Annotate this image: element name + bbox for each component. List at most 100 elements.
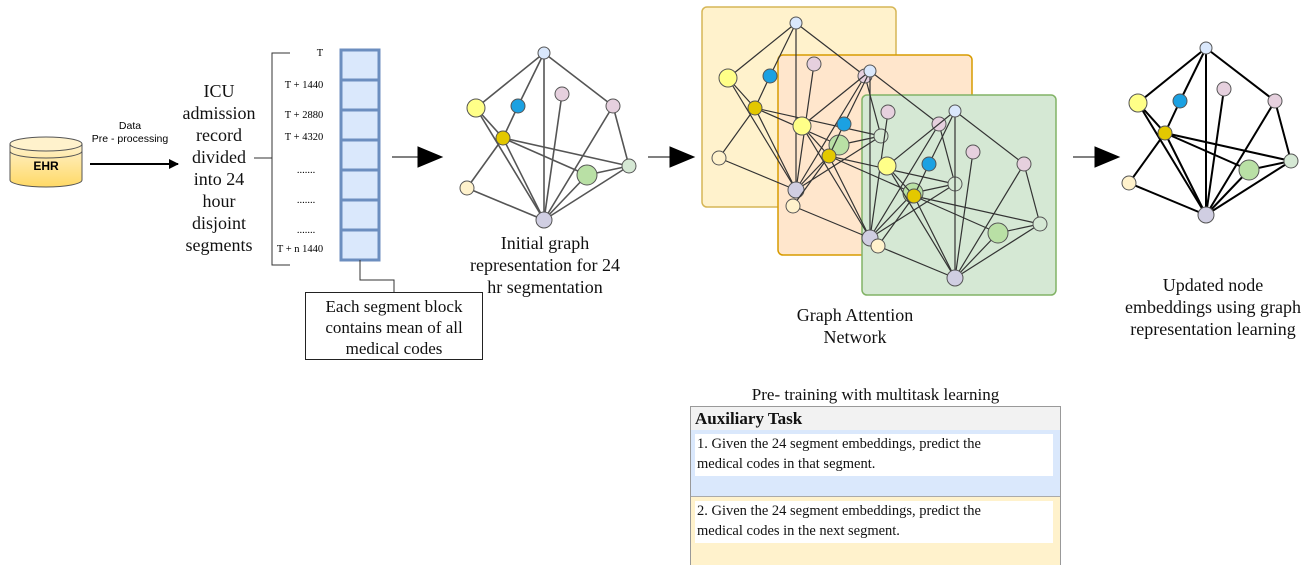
segment-blocks: [339, 48, 381, 262]
graph-edge: [754, 107, 882, 137]
gat-caption: Graph Attention Network: [780, 304, 930, 348]
graph-edge: [954, 151, 974, 279]
graph-edge: [792, 155, 830, 207]
graph-node-pink: [965, 144, 981, 160]
icu-line: hour: [202, 191, 236, 211]
graph-node-purple: [946, 269, 964, 287]
graph-edge: [1128, 182, 1207, 216]
graph-node-blue: [1172, 93, 1188, 109]
graph-edge: [718, 157, 797, 191]
timeline-label: T + 2880: [285, 110, 323, 121]
graph-node-peach: [785, 198, 801, 214]
graph-node-peach: [870, 238, 886, 254]
graph-node-gold: [1157, 125, 1173, 141]
graph-edge: [954, 163, 1025, 279]
graph-edge: [727, 22, 797, 79]
callout-connector: [359, 260, 395, 292]
graph-edge: [869, 111, 889, 239]
caption-line: Initial graph: [500, 233, 590, 253]
graph-edge: [801, 125, 871, 239]
graph-edge: [869, 183, 956, 239]
graph-node-yellow: [792, 116, 812, 136]
graph-node-blue: [762, 68, 778, 84]
icu-line: admission: [182, 103, 256, 123]
graph-edge: [543, 52, 614, 107]
graph-edge: [869, 123, 940, 239]
graph-edge: [754, 107, 797, 191]
arrow-blocks-to-graph: [392, 146, 444, 168]
icu-line: disjoint: [191, 213, 246, 233]
graph-edge: [543, 165, 630, 221]
graph-edge: [795, 75, 866, 191]
graph-node-gold: [495, 130, 511, 146]
graph-edge: [954, 110, 1025, 165]
graph-edge: [543, 93, 563, 221]
graph-edge: [877, 195, 915, 247]
pretrain-title: Pre- training with multitask learning: [751, 385, 1000, 404]
timeline-label: T + 4320: [285, 132, 323, 143]
graph-node-top: [789, 16, 803, 30]
graph-node-lgreen: [621, 158, 637, 174]
graph-edge: [466, 187, 545, 221]
graph-edge: [475, 52, 545, 109]
ehr-label: EHR: [33, 159, 59, 173]
graph-edge: [612, 105, 630, 167]
graph-node-purple: [535, 211, 553, 229]
graph-edge: [1137, 47, 1207, 104]
graph-node-peach: [711, 150, 727, 166]
graph-edge: [828, 155, 871, 239]
graph-edge: [913, 195, 956, 279]
graph-edge: [913, 195, 1041, 225]
graph-node-rpink: [1016, 156, 1032, 172]
graph-node-gold: [906, 188, 922, 204]
graph-edge: [1205, 88, 1225, 216]
graph-node-blue: [921, 156, 937, 172]
graph-node-yellow: [1128, 93, 1148, 113]
initial-graph: [459, 46, 637, 229]
graph-edge: [938, 123, 956, 185]
graph-node-purple: [787, 181, 805, 199]
task-line: 2. Given the 24 segment embeddings, pred…: [697, 503, 981, 519]
graph-node-pink: [880, 104, 896, 120]
graph-edge: [1137, 102, 1207, 216]
graph-edge: [502, 137, 588, 176]
initial-graph-caption: Initial graph representation for 24 hr s…: [470, 232, 620, 298]
caption-line: representation for 24: [470, 255, 620, 275]
graph-edge: [954, 223, 1041, 279]
graph-edge: [1205, 100, 1276, 216]
icu-line: record: [196, 125, 242, 145]
icu-line: segments: [185, 235, 253, 255]
icu-line: ICU: [203, 81, 235, 101]
caption-line: hr segmentation: [487, 277, 603, 297]
graph-node-pink: [806, 56, 822, 72]
graph-edge: [913, 195, 999, 234]
caption-line: embeddings using graph: [1125, 297, 1301, 317]
graph-edge: [864, 75, 882, 137]
gat-graph-front: [870, 104, 1048, 287]
caption-line: Updated node: [1162, 275, 1264, 295]
preprocess-line2: Pre - processing: [92, 133, 169, 145]
graph-edge: [543, 105, 614, 221]
task-1-text: 1. Given the 24 segment embeddings, pred…: [695, 434, 1053, 476]
graph-edge: [886, 165, 956, 279]
graph-edge: [502, 137, 630, 167]
task-1-row: 1. Given the 24 segment embeddings, pred…: [691, 430, 1060, 497]
graph-edge: [801, 70, 871, 127]
graph-node-green: [987, 222, 1009, 244]
graph-node-rpink: [605, 98, 621, 114]
task-line: medical codes in that segment.: [697, 456, 876, 472]
graph-edge: [1205, 47, 1276, 102]
graph-edge: [502, 137, 545, 221]
arrow-gat-to-updated: [1073, 146, 1121, 168]
graph-edge: [1164, 132, 1250, 171]
graph-node-peach: [459, 180, 475, 196]
gat-panel-front: [861, 94, 1057, 296]
caption-line: Network: [823, 327, 887, 347]
callout-line: medical codes: [345, 339, 443, 358]
auxiliary-task-header: Auxiliary Task: [691, 407, 1060, 431]
updated-caption: Updated node embeddings using graph repr…: [1118, 274, 1308, 340]
graph-node-yellow: [877, 156, 897, 176]
graph-edge: [1205, 160, 1292, 216]
task-2-row: 2. Given the 24 segment embeddings, pred…: [691, 497, 1060, 565]
graph-edge: [1164, 132, 1292, 162]
